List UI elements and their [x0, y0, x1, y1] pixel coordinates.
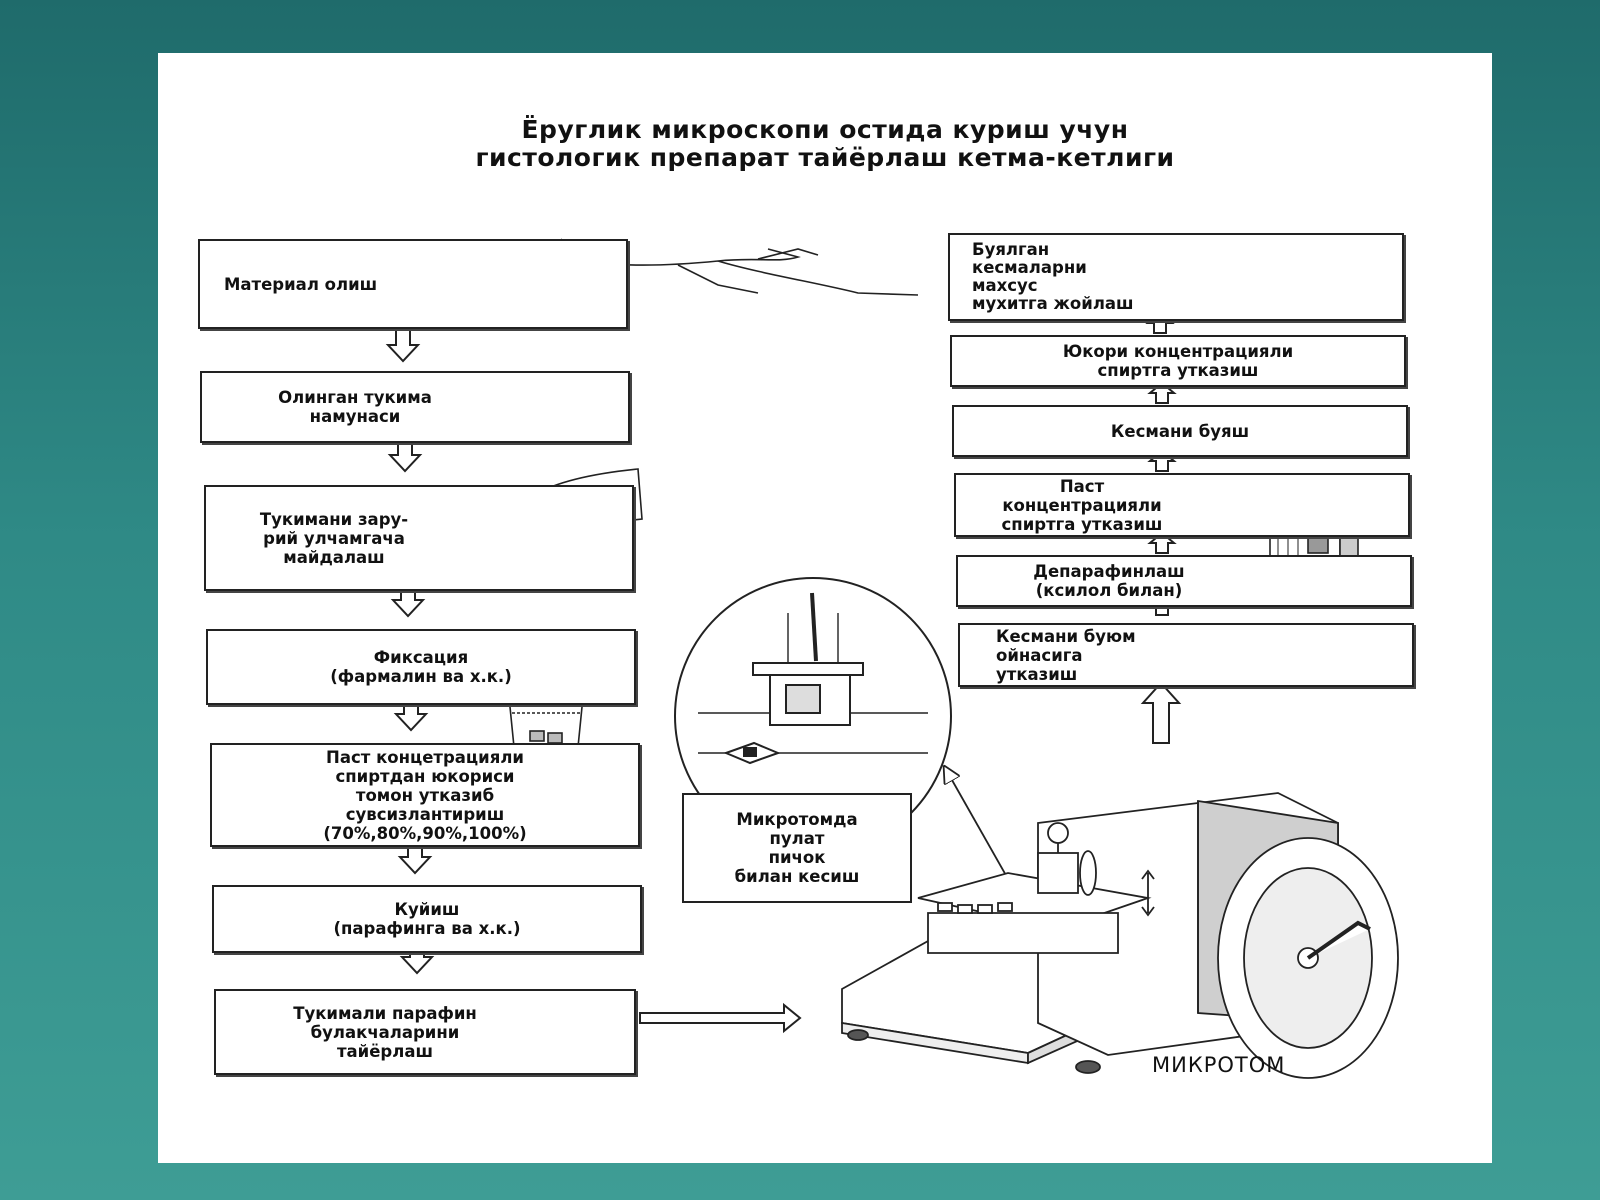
step-mounting-medium: Буялган кесмаларни махсус мухитга жойлаш [948, 233, 1404, 321]
step-slide-transfer: Кесмани буюм ойнасига утказиш [958, 623, 1414, 687]
step-fixation: Фиксация (фармалин ва х.к.) [206, 629, 636, 705]
step-material-collection: Материал олиш [198, 239, 628, 329]
arrow-up-icon [1140, 681, 1182, 744]
step-low-alcohol: Паст концентрацияли спиртга утказиш [954, 473, 1410, 537]
slide-panel: Ёруглик микроскопи остида куриш учун гис… [158, 53, 1492, 1163]
arrow-right-icon [639, 1002, 802, 1034]
step-high-alcohol: Юкори концентрацияли спиртга утказиш [950, 335, 1406, 387]
step-staining: Кесмани буяш [952, 405, 1408, 457]
microtome-label: МИКРОТОМ [1152, 1053, 1286, 1077]
step-tissue-trimming: Тукимани зару- рий улчамгача майдалаш [204, 485, 634, 591]
step-embedding: Куйиш (парафинга ва х.к.) [212, 885, 642, 953]
diagram-title-line-2: гистологик препарат тайёрлаш кетма-кетли… [475, 143, 1175, 172]
step-tissue-sample: Олинган тукима намунаси [200, 371, 630, 443]
step-microtome-cutting: Микротомда пулат пичок билан кесиш [682, 793, 912, 903]
magnifier-circle-illustration [674, 577, 952, 855]
step-dehydration: Паст концетрацияли спиртдан юкориси томо… [210, 743, 640, 847]
diagram-graphics [385, 238, 1399, 1079]
arrow-up-icon [1147, 381, 1177, 404]
step-deparaffinization: Депарафинлаш (ксилол билан) [956, 555, 1412, 607]
microtome-illustration [841, 792, 1399, 1079]
diagram-title-line-1: Ёруглик микроскопи остида куриш учун [521, 115, 1129, 144]
arrow-up-icon [1147, 531, 1177, 554]
step-paraffin-blocks: Тукимали парафин булакчаларини тайёрлаш [214, 989, 636, 1075]
